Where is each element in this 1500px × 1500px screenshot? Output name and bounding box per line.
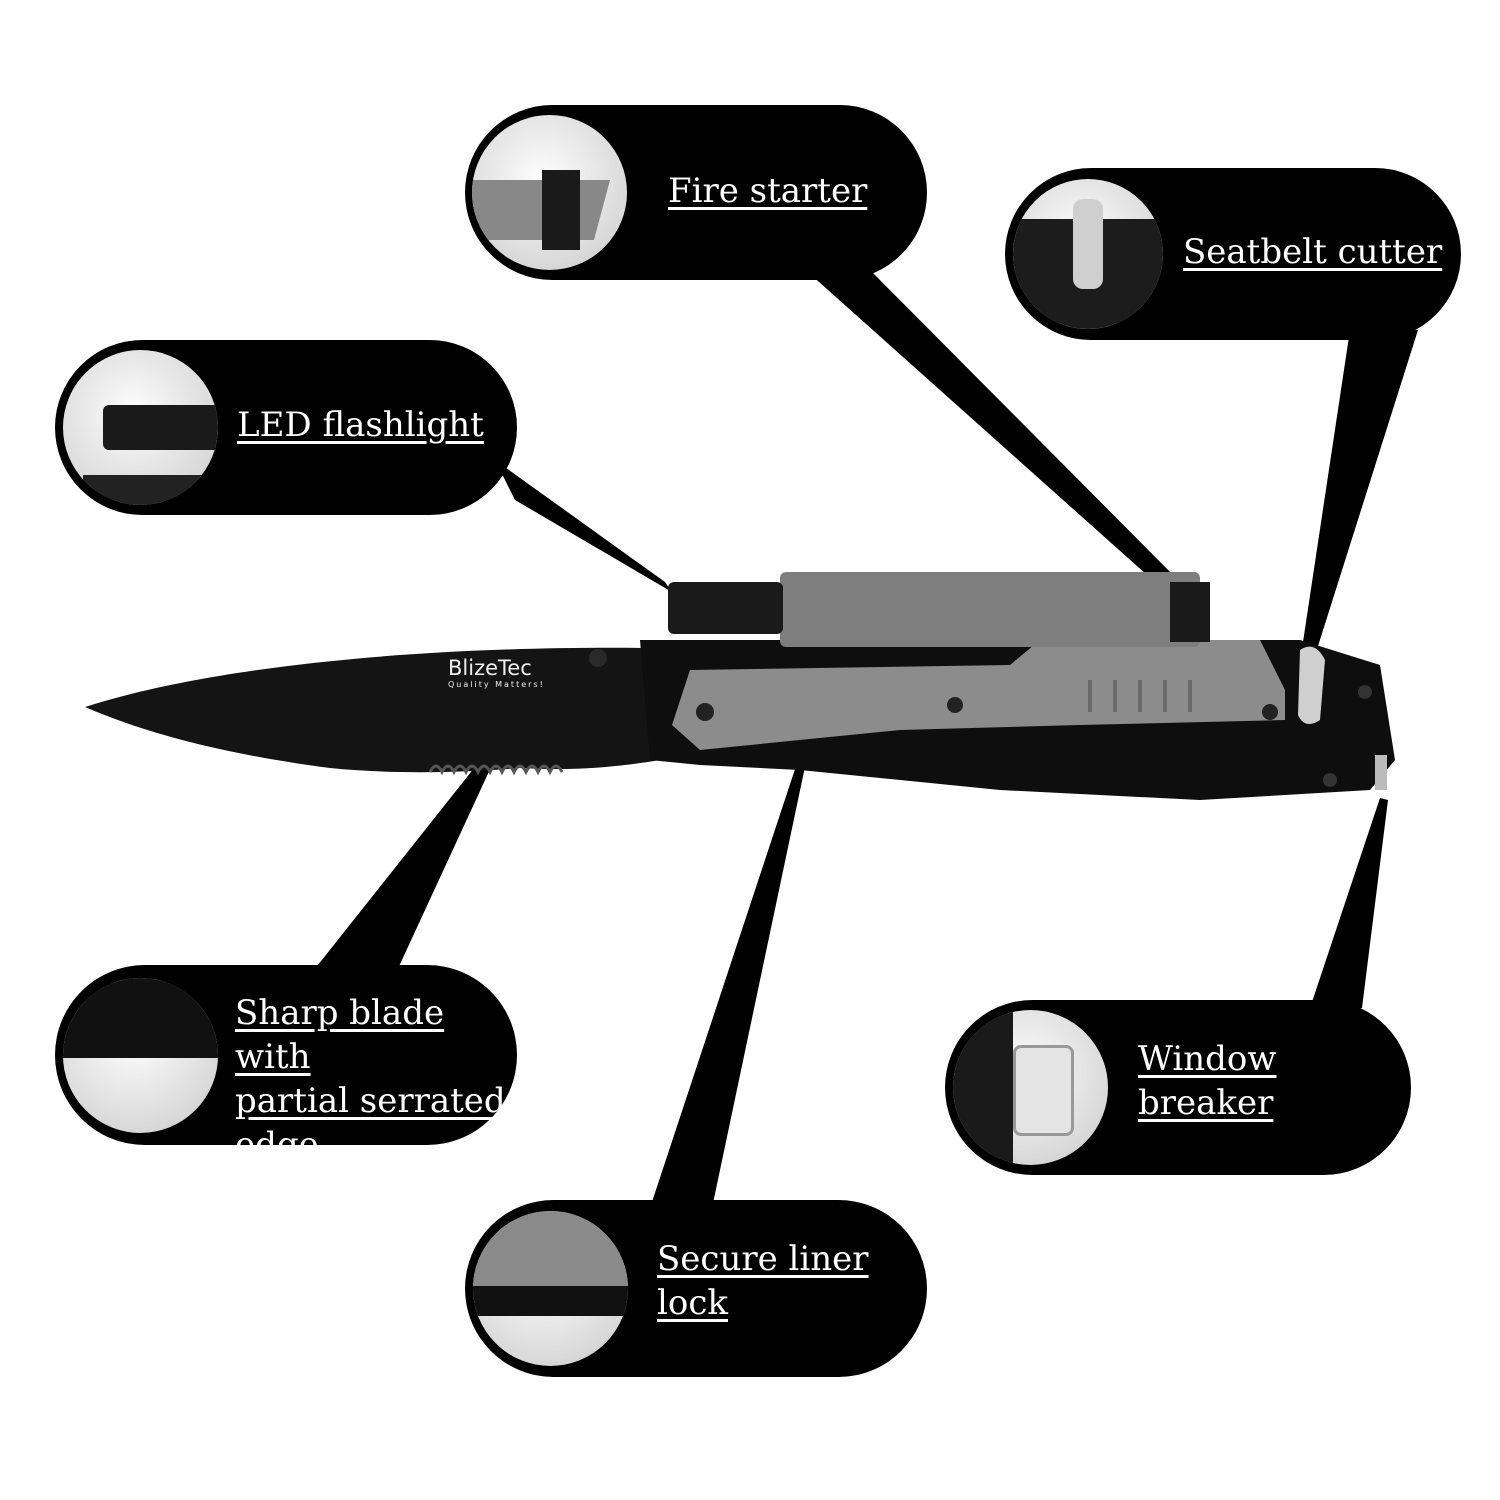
window-breaker-tip [1375, 755, 1387, 790]
brand-logo: BlizeTec Quality Matters! [448, 656, 545, 689]
window-breaker-label: Window breaker [1138, 1037, 1276, 1125]
serrated-blade-thumbnail [58, 973, 223, 1138]
label-line: partial serrated [235, 1081, 506, 1121]
label-line: breaker [1138, 1083, 1274, 1123]
fire-starter-label: Fire starter [668, 171, 868, 211]
callout-window-breaker: Window breaker [945, 1000, 1411, 1175]
seatbelt-cutter-hook [1298, 646, 1325, 724]
screw [1358, 685, 1372, 699]
serrated-blade-label: Sharp blade with partial serrated edge [235, 991, 517, 1167]
window-breaker-thumbnail [948, 1005, 1113, 1170]
pointer-fire-starter [800, 265, 1190, 600]
screw [1323, 773, 1337, 787]
knife [85, 572, 1395, 800]
label-line: lock [657, 1283, 728, 1323]
screw [589, 649, 607, 667]
flashlight [668, 582, 783, 634]
pointer-serrated-blade [310, 748, 498, 975]
screw [947, 697, 963, 713]
pointer-led-flashlight [495, 460, 672, 592]
blade-serration [428, 764, 564, 776]
liner-lock-thumbnail [468, 1206, 633, 1371]
fire-starter-housing [780, 572, 1200, 647]
label-line: edge [235, 1125, 319, 1165]
pointer-window-breaker [1310, 798, 1388, 1008]
callout-fire-starter: Fire starter [465, 105, 927, 280]
brand-tagline: Quality Matters! [448, 680, 545, 689]
callout-liner-lock: Secure liner lock [465, 1200, 927, 1377]
pointer-liner-lock [650, 760, 806, 1208]
seatbelt-cutter-label: Seatbelt cutter [1183, 232, 1443, 272]
handle-grey-scale [672, 640, 1285, 750]
blade [85, 647, 660, 773]
fluting [1088, 680, 1192, 712]
callout-led-flashlight: LED flashlight [55, 340, 517, 515]
callout-serrated-blade: Sharp blade with partial serrated edge [55, 965, 517, 1165]
label-line: Window [1138, 1039, 1277, 1079]
callout-seatbelt-cutter: Seatbelt cutter [1005, 168, 1461, 340]
fire-starter-rod [1170, 582, 1210, 642]
screw [1262, 704, 1278, 720]
fire-starter-thumbnail [467, 110, 632, 275]
led-flashlight-label: LED flashlight [237, 405, 484, 445]
label-line: Secure liner [657, 1239, 869, 1279]
label-line: Sharp blade with [235, 993, 445, 1077]
liner-lock-label: Secure liner lock [657, 1237, 869, 1325]
screw [696, 703, 714, 721]
brand-name: BlizeTec [448, 656, 532, 680]
led-flashlight-thumbnail [58, 345, 223, 510]
pointer-seatbelt-cutter [1300, 330, 1418, 665]
seatbelt-cutter-thumbnail [1008, 174, 1168, 334]
